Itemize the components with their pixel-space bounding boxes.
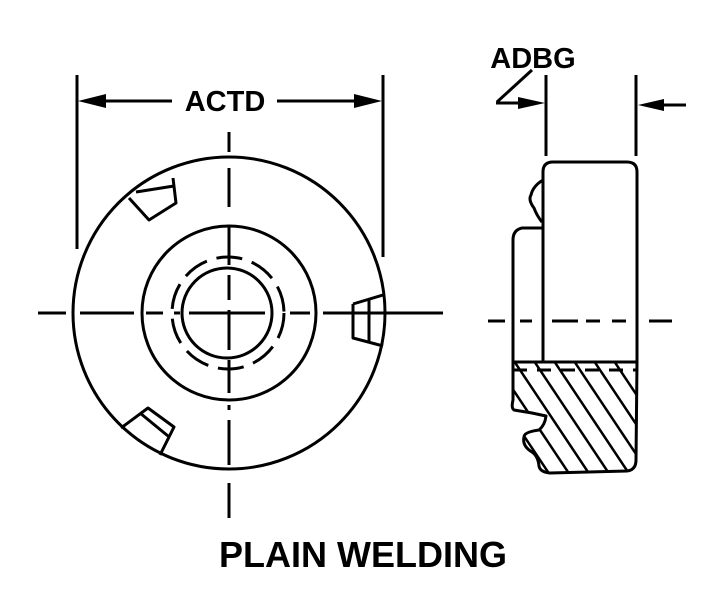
- arrowhead-left-icon: [78, 94, 106, 108]
- hatch-line: [598, 362, 637, 473]
- dimension-label-actd: ACTD: [185, 86, 266, 118]
- leader-line: [495, 68, 534, 104]
- section-hatching: [512, 362, 637, 473]
- hatch-line: [578, 362, 637, 473]
- side-section-view: ADBG: [488, 43, 686, 475]
- hub-circle: [140, 224, 318, 402]
- hatch-line: [512, 362, 602, 473]
- hatch-line: [512, 362, 562, 473]
- hatch-line: [518, 362, 622, 473]
- hatch-line: [558, 362, 637, 473]
- dimension-actd: ACTD: [78, 86, 382, 118]
- hatch-line: [538, 362, 637, 473]
- body-outline-upper: [541, 160, 639, 362]
- dimension-label-adbg: ADBG: [490, 43, 575, 75]
- thread-dashed-circle: [170, 255, 286, 371]
- arrowhead-left-icon: [638, 99, 664, 111]
- weld-nib-upper: [528, 178, 544, 223]
- bore-circle: [180, 266, 274, 360]
- outer-circle: [71, 155, 387, 471]
- weld-projection-right: [351, 293, 384, 348]
- front-view: ACTD: [38, 75, 443, 518]
- drawing-caption: PLAIN WELDING: [219, 534, 507, 575]
- dimension-adbg: ADBG: [490, 43, 686, 156]
- arrowhead-right-icon: [518, 97, 545, 109]
- boss-outline: [511, 226, 543, 362]
- weld-projection-bottom: [120, 406, 176, 456]
- weld-projection-top: [127, 177, 178, 222]
- arrowhead-right-icon: [354, 94, 382, 108]
